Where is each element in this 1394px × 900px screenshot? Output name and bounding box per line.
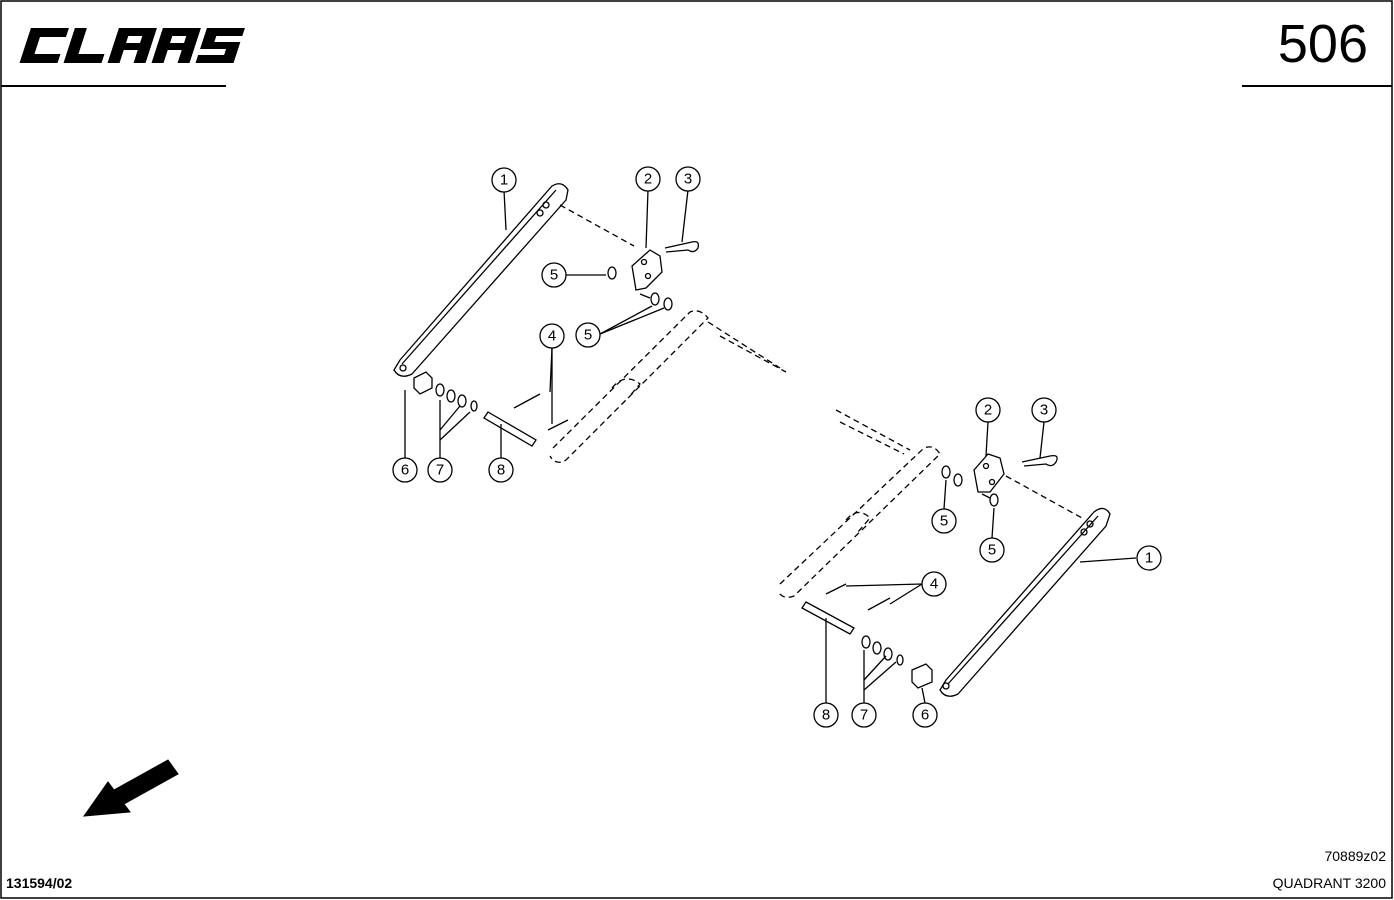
callout-right-7: 7 (851, 702, 877, 728)
drawing-code: 70889z02 (1324, 848, 1386, 864)
right-assembly (777, 409, 1137, 704)
callout-left-4: 4 (539, 323, 565, 349)
callout-left-6: 6 (392, 457, 418, 483)
model-name: QUADRANT 3200 (1272, 875, 1386, 891)
svg-text:7: 7 (860, 707, 868, 724)
callout-left-3: 3 (675, 166, 701, 192)
svg-text:5: 5 (988, 542, 996, 559)
claas-logo (19, 28, 245, 63)
left-assembly (393, 183, 787, 463)
svg-text:8: 8 (822, 707, 830, 724)
svg-text:5: 5 (584, 327, 592, 344)
svg-text:5: 5 (940, 513, 948, 530)
svg-text:1: 1 (1145, 550, 1153, 567)
svg-text:2: 2 (984, 402, 992, 419)
page-number: 506 (1277, 14, 1368, 74)
svg-text:6: 6 (401, 462, 409, 479)
callout-right-5b: 5 (979, 537, 1005, 563)
svg-text:7: 7 (436, 462, 444, 479)
callout-right-6: 6 (912, 702, 938, 728)
callout-left-2: 2 (635, 166, 661, 192)
svg-text:2: 2 (644, 171, 652, 188)
document-reference: 131594/02 (6, 875, 73, 891)
callout-right-5a: 5 (931, 508, 957, 534)
svg-text:4: 4 (930, 576, 938, 593)
callout-left-5a: 5 (541, 262, 567, 288)
callout-right-2: 2 (975, 397, 1001, 423)
callout-left-8: 8 (488, 457, 514, 483)
callout-right-4: 4 (921, 571, 947, 597)
svg-text:5: 5 (550, 267, 558, 284)
svg-text:1: 1 (500, 172, 508, 189)
callout-right-3: 3 (1031, 397, 1057, 423)
svg-text:8: 8 (497, 462, 505, 479)
callout-left-5b: 5 (575, 322, 601, 348)
callout-left-7: 7 (427, 457, 453, 483)
callout-left-1: 1 (491, 167, 517, 193)
svg-text:3: 3 (684, 171, 692, 188)
direction-arrow-icon (82, 759, 179, 817)
svg-text:3: 3 (1040, 402, 1048, 419)
callout-right-8: 8 (813, 702, 839, 728)
svg-text:4: 4 (548, 328, 556, 345)
svg-text:6: 6 (921, 707, 929, 724)
callout-right-1: 1 (1136, 545, 1162, 571)
